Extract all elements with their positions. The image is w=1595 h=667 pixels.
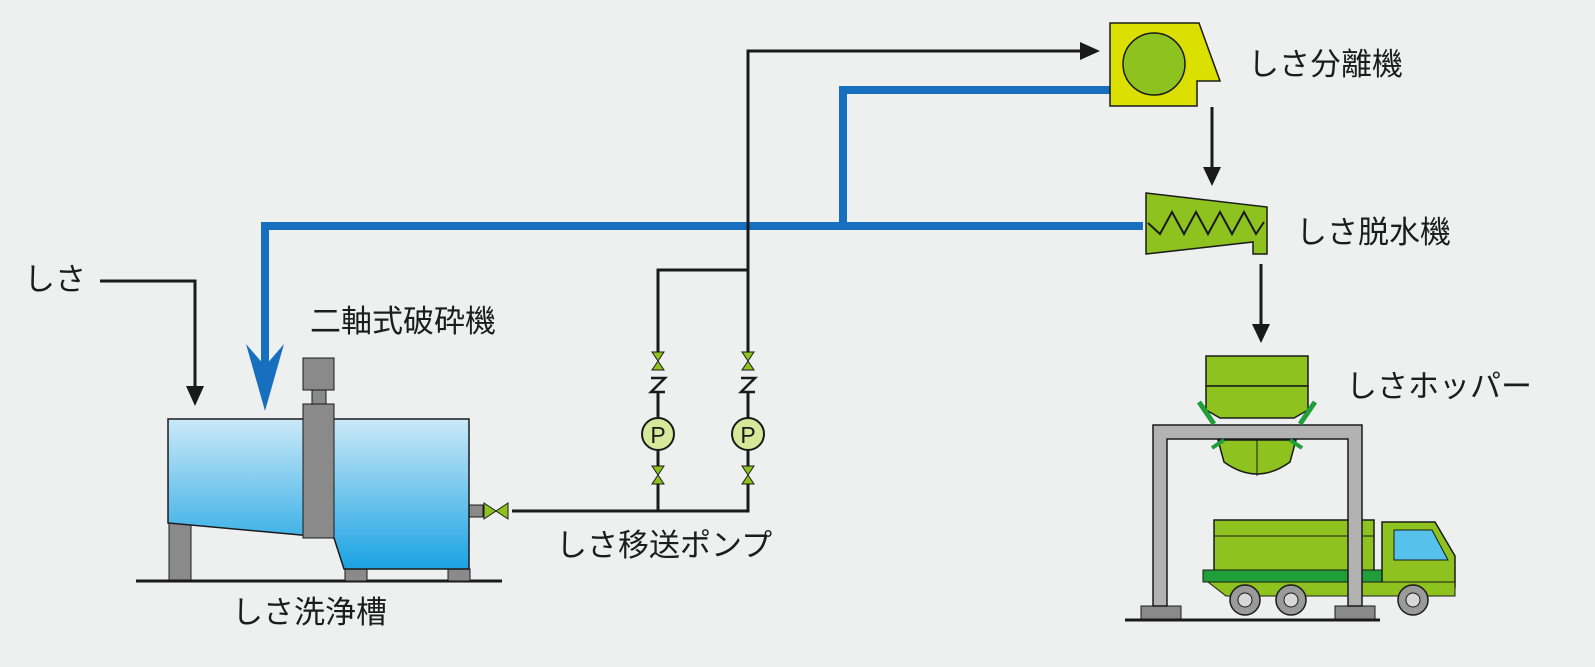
water-line-arrowhead [246, 344, 284, 411]
input-arrowhead [186, 386, 204, 406]
separator-to-dewatering-arrowhead [1203, 167, 1221, 186]
input-arrow-line [100, 279, 197, 402]
pump-suction-line [512, 493, 750, 513]
screenings-separator [1109, 22, 1222, 107]
separator-label: しさ分離機 [1248, 47, 1403, 83]
pump-discharge-line [656, 49, 1095, 352]
transfer-pump-label: しさ移送ポンプ [556, 528, 773, 564]
pump-p-symbol: P [740, 422, 755, 448]
water-return-line [261, 86, 1143, 382]
screenings-hopper [1125, 355, 1456, 622]
two-shaft-crusher [302, 357, 335, 539]
washing-tank-label: しさ洗浄槽 [232, 595, 387, 631]
tank-outlet-valve [468, 502, 509, 520]
transfer-pump-left: P [641, 351, 675, 493]
input-label: しさ [24, 262, 86, 298]
dump-truck [1202, 519, 1456, 616]
dewatering-machine-label: しさ脱水機 [1296, 215, 1451, 251]
pump-p-symbol: P [650, 422, 665, 448]
crusher-label: 二軸式破砕機 [310, 304, 496, 340]
separator-inlet-arrowhead [1080, 42, 1100, 60]
transfer-pump-right: P [731, 351, 765, 493]
dewatering-to-hopper-arrowhead [1252, 324, 1270, 343]
hopper-label: しさホッパー [1346, 369, 1532, 405]
screenings-dewatering-machine [1145, 192, 1268, 255]
